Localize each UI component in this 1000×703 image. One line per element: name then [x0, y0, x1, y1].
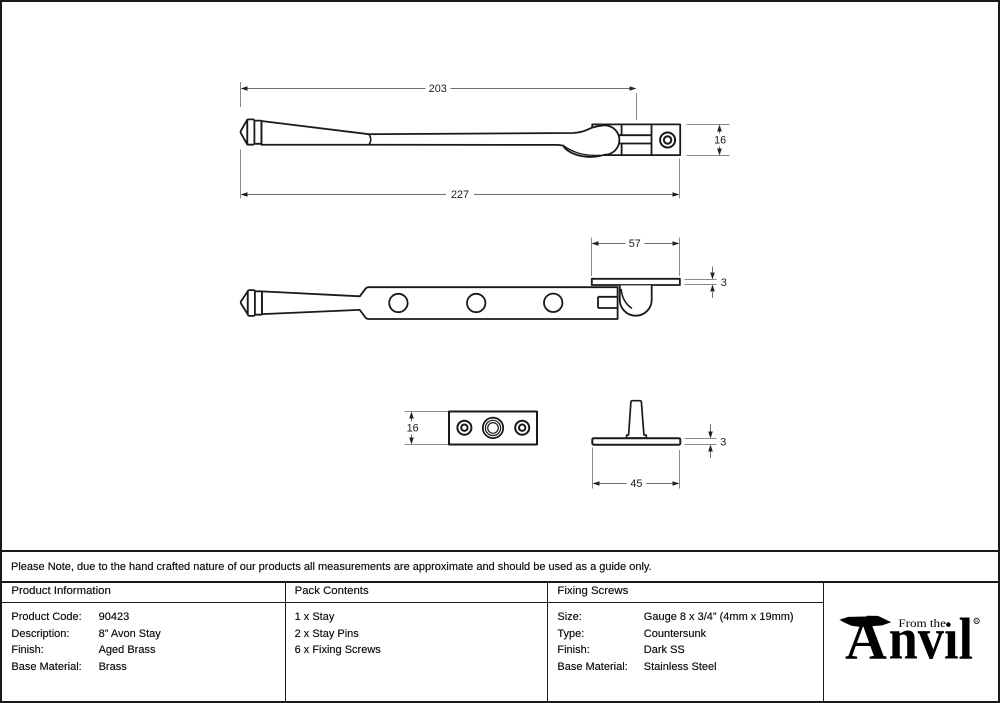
svg-text:From the: From the [898, 616, 946, 630]
svg-text:3: 3 [721, 277, 727, 289]
svg-text:16: 16 [714, 134, 726, 146]
svg-text:45: 45 [630, 478, 642, 490]
svg-text:57: 57 [629, 238, 641, 250]
svg-text:203: 203 [429, 83, 447, 95]
svg-text:3: 3 [720, 436, 726, 448]
svg-text:227: 227 [451, 189, 469, 201]
svg-text:R: R [975, 619, 979, 624]
svg-text:A: A [845, 607, 887, 672]
svg-text:nvıl: nvıl [889, 605, 974, 671]
svg-text:16: 16 [407, 423, 419, 435]
